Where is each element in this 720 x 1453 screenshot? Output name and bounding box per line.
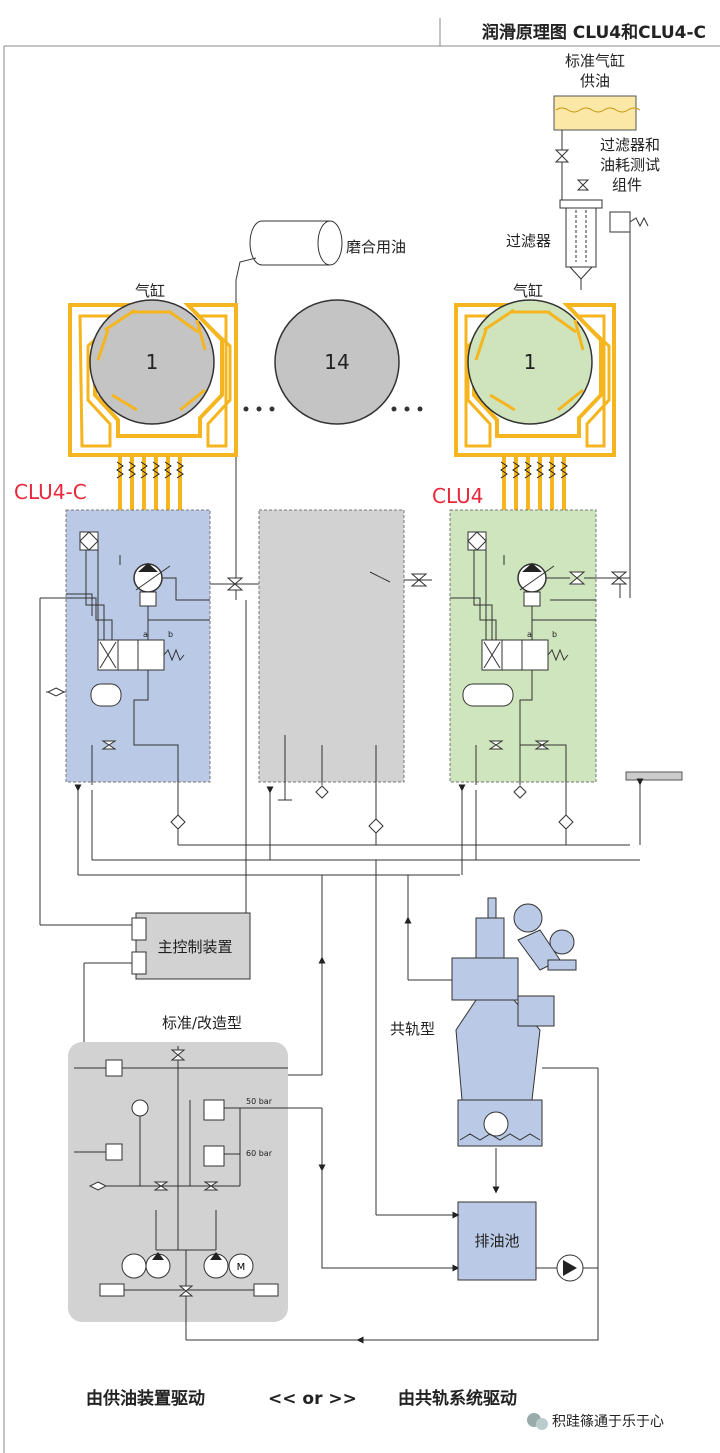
watermark: 积跬篠通于乐于心 <box>552 1413 664 1430</box>
footer-right: 由共轨系统驱动 <box>398 1388 517 1409</box>
lubricator-unit-left <box>39 509 211 926</box>
main-control-label: 主控制装置 <box>157 938 232 956</box>
filter-assembly-label-1: 过滤器和 <box>600 136 660 154</box>
check-valves-right <box>500 461 568 479</box>
valve-a-right: a <box>527 630 532 639</box>
return-lines <box>74 778 644 1215</box>
standard-oil-tank <box>553 95 641 131</box>
valve-icon <box>554 149 570 163</box>
cylinder-middle <box>274 299 400 425</box>
svg-text:M: M <box>237 1262 246 1273</box>
std-tank-label-1: 标准气缸 <box>565 52 625 70</box>
footer-or: << or >> <box>268 1389 357 1409</box>
page-title: 润滑原理图 CLU4和CLU4-C <box>482 22 706 43</box>
unit-left-label: CLU4-C <box>14 480 87 504</box>
lubricator-unit-middle <box>258 509 405 820</box>
main-control-unit <box>131 912 251 980</box>
cylinder-middle-number: 14 <box>324 350 349 374</box>
lubricator-unit-right <box>449 509 597 799</box>
valve-b-right: b <box>552 630 557 639</box>
engine-icon <box>451 897 577 1147</box>
valve-a-left: a <box>143 630 148 639</box>
cylinder-right-number: 1 <box>524 350 537 374</box>
cylinder-left <box>68 299 238 457</box>
filter-label: 过滤器 <box>506 232 551 250</box>
filter-assembly-label-3: 组件 <box>612 176 642 194</box>
valve-b-left: b <box>168 630 173 639</box>
running-in-oil-label: 磨合用油 <box>346 238 406 256</box>
outer-frame <box>3 18 720 1453</box>
drain-tank <box>457 1201 537 1281</box>
cylinder-right <box>454 299 616 457</box>
ellipsis-dots <box>243 406 423 412</box>
drain-tank-label: 排油池 <box>474 1232 519 1250</box>
filter-assembly-label-2: 油耗测试 <box>600 156 660 174</box>
std-mod-label: 标准/改造型 <box>162 1014 242 1032</box>
supply-unit: M <box>68 1042 322 1340</box>
pressure-60: 60 bar <box>246 1149 273 1158</box>
wechat-icon <box>527 1413 548 1430</box>
cylinder-left-label: 气缸 <box>135 282 165 300</box>
cylinder-right-label: 气缸 <box>513 282 543 300</box>
unit-right-label: CLU4 <box>432 484 483 508</box>
footer-left: 由供油装置驱动 <box>86 1388 205 1409</box>
cylinder-left-number: 1 <box>146 350 159 374</box>
check-valves-left <box>116 461 184 479</box>
pressure-50: 50 bar <box>246 1097 273 1106</box>
running-in-oil-barrel <box>249 220 343 266</box>
valve-icon <box>568 571 586 585</box>
drain-gutter <box>625 771 683 781</box>
filter-icon <box>559 179 649 280</box>
std-tank-label-2: 供油 <box>580 72 610 90</box>
common-rail-label: 共轨型 <box>390 1020 435 1038</box>
